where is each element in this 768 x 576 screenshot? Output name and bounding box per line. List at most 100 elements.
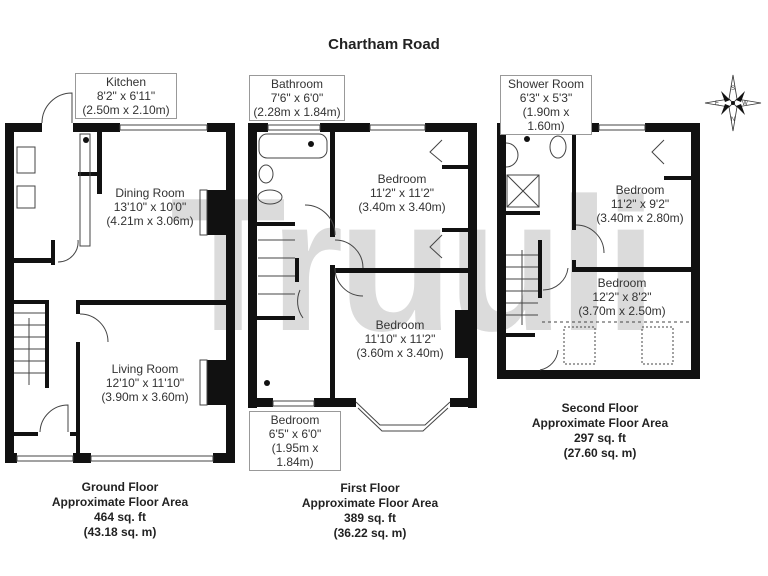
- wall: [442, 228, 469, 232]
- wall: [97, 130, 102, 194]
- chimney: [455, 310, 469, 358]
- room-metric: (4.21m x 3.06m): [106, 214, 194, 228]
- plan-line: [651, 139, 665, 165]
- room-imperial: 7'6" x 6'0": [270, 91, 324, 105]
- floor-name: Second Floor: [561, 401, 639, 415]
- area-sqft: 464 sq. ft: [93, 510, 147, 524]
- wall: [538, 240, 542, 298]
- wall: [505, 211, 540, 215]
- bay-window: [355, 401, 451, 426]
- room-label-bathroom: Bathroom 7'6" x 6'0" (2.28m x 1.84m): [249, 75, 345, 121]
- room-imperial: 12'2" x 8'2": [592, 290, 652, 304]
- bath: [258, 133, 328, 159]
- chimney: [207, 190, 227, 235]
- sink: [16, 146, 36, 174]
- wall: [73, 123, 120, 132]
- window: [369, 124, 426, 131]
- room-metric: (3.40m x 3.40m): [358, 200, 446, 214]
- room-name: Kitchen: [105, 75, 147, 89]
- wall: [572, 130, 576, 230]
- floor-name: Ground Floor: [81, 480, 159, 494]
- room-metric: (3.90m x 3.60m): [101, 390, 189, 404]
- wall: [76, 300, 228, 305]
- shower-tray: [506, 174, 540, 208]
- door-swing: [39, 404, 69, 433]
- plan-line: [721, 91, 730, 102]
- room-label-bedroom-4: Bedroom 11'2" x 9'2" (3.40m x 2.80m): [590, 183, 690, 225]
- plan-line: [199, 359, 208, 406]
- plan-line: [736, 104, 745, 115]
- room-imperial: 11'2" x 9'2": [610, 197, 670, 211]
- wall: [248, 398, 273, 407]
- wall: [207, 123, 234, 132]
- wall: [10, 432, 38, 436]
- wall: [5, 123, 14, 463]
- room-label-bedroom-3: Bedroom 6'5" x 6'0" (1.95m x 1.84m): [249, 411, 341, 471]
- door-swing: [542, 267, 569, 291]
- room-name: Dining Room: [115, 186, 185, 200]
- compass-w: W: [742, 101, 748, 107]
- wall: [5, 123, 42, 132]
- room-label-bedroom-2: Bedroom 11'10" x 11'2" (3.60m x 3.40m): [350, 318, 450, 360]
- wall: [497, 123, 506, 378]
- room-name: Living Room: [111, 362, 179, 376]
- room-imperial: 13'10" x 10'0": [113, 200, 187, 214]
- wall: [248, 123, 257, 408]
- room-metric: (2.50m x 2.10m): [82, 103, 170, 117]
- wall: [5, 453, 17, 463]
- room-name: Shower Room: [507, 77, 585, 91]
- floor-name: First Floor: [340, 481, 400, 495]
- compass-e: E: [715, 101, 719, 107]
- wall: [664, 176, 691, 180]
- area-sqm: (43.18 sq. m): [83, 525, 157, 539]
- bay-window: [357, 407, 449, 432]
- room-imperial: 8'2" x 6'11": [96, 89, 156, 103]
- chimney: [207, 360, 227, 405]
- basin: [505, 142, 519, 168]
- compass-rose: S E W N: [704, 74, 762, 132]
- room-name: Bathroom: [270, 77, 324, 91]
- room-imperial: 11'10" x 11'2": [364, 332, 436, 346]
- skylight: [563, 326, 596, 365]
- door-swing: [297, 289, 304, 319]
- wall: [691, 123, 700, 378]
- plan-line: [429, 234, 443, 259]
- room-label-bedroom-5: Bedroom 12'2" x 8'2" (3.70m x 2.50m): [572, 276, 672, 318]
- door-swing: [57, 239, 79, 263]
- window: [267, 124, 321, 131]
- toilet: [549, 135, 567, 159]
- door-swing: [539, 349, 559, 371]
- wall: [51, 240, 55, 265]
- wall: [255, 222, 295, 226]
- door-swing: [575, 224, 605, 254]
- wall: [213, 453, 235, 463]
- wall: [255, 316, 295, 320]
- wall: [442, 165, 469, 169]
- wall: [70, 432, 80, 436]
- first-floor-fixtures: [257, 124, 451, 432]
- wall: [73, 453, 91, 463]
- room-label-shower-room: Shower Room 6'3" x 5'3" (1.90m x 1.60m): [500, 75, 592, 135]
- wall: [330, 265, 335, 405]
- wall: [295, 258, 299, 282]
- area-sqft: 297 sq. ft: [573, 431, 627, 445]
- second-floor-walls: [497, 123, 700, 379]
- area-sqft: 389 sq. ft: [343, 511, 397, 525]
- door-swing: [304, 204, 336, 236]
- room-name: Bedroom: [597, 276, 647, 290]
- room-name: Bedroom: [375, 318, 425, 332]
- ground-floor-area: Ground Floor Approximate Floor Area 464 …: [40, 480, 200, 540]
- compass-n: N: [731, 117, 735, 123]
- plan-line: [429, 139, 443, 163]
- wall: [76, 342, 80, 462]
- room-label-bedroom-1: Bedroom 11'2" x 11'2" (3.40m x 3.40m): [352, 172, 452, 214]
- page-title: Chartham Road: [328, 36, 440, 53]
- wall: [10, 258, 55, 263]
- basin: [258, 164, 274, 184]
- ground-floor-walls: [5, 123, 235, 463]
- area-label: Approximate Floor Area: [51, 495, 189, 509]
- skylight: [641, 326, 674, 365]
- plan-line: [264, 380, 270, 386]
- room-imperial: 6'5" x 6'0": [268, 427, 322, 441]
- window: [598, 124, 646, 131]
